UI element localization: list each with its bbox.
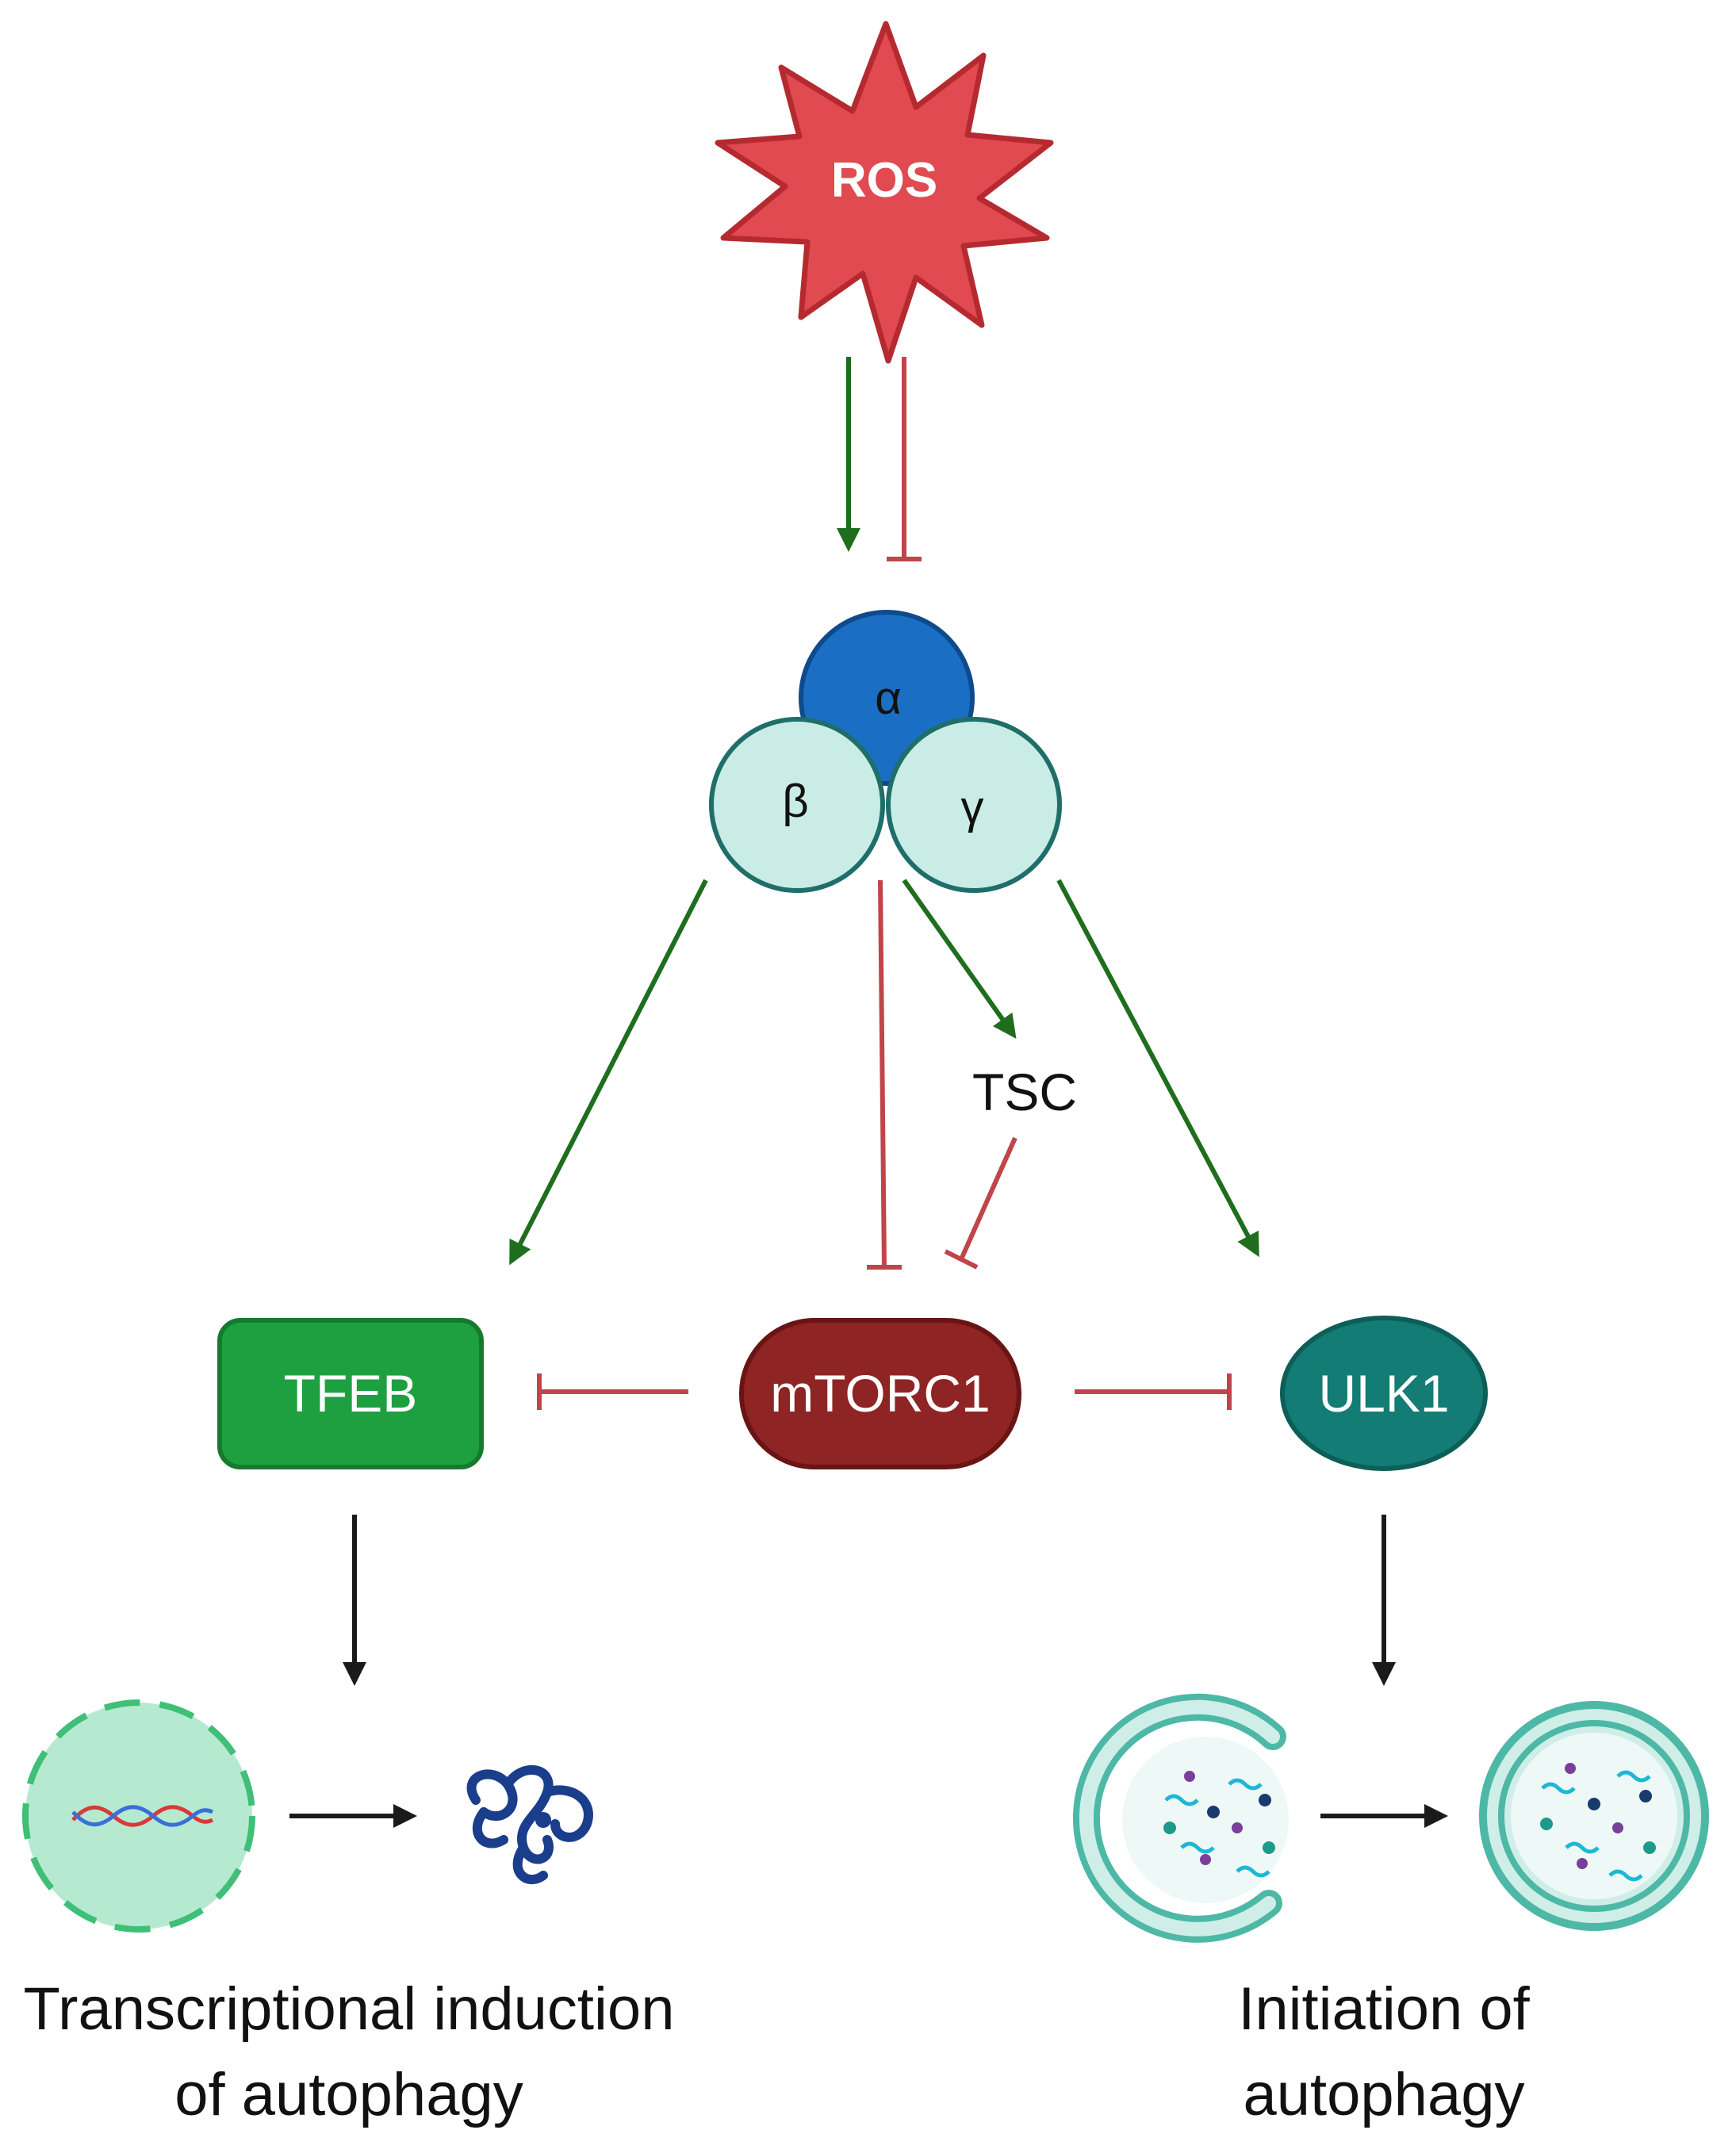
ulk1-label: ULK1 [1318,1364,1449,1423]
ros-label: ROS [831,153,937,208]
tfeb-node: TFEB [217,1318,484,1469]
tsc-inhibits-mtorc1 [944,1136,1017,1270]
protein-icon [466,1765,593,1884]
ampk-to-tsc-arrow [902,879,1017,1039]
right-caption: Initiation of autophagy [1142,1967,1626,2138]
ros-inhibition-line [887,357,922,561]
gamma-subunit [886,717,1062,893]
ros-star-shape [715,21,1054,364]
left-caption-line1: Transcriptional induction [23,1975,675,2043]
alpha-label: α [875,672,902,724]
mtorc1-inhibits-ulk1 [1075,1373,1232,1410]
tfeb-label: TFEB [284,1364,418,1423]
mtorc1-label: mTORC1 [770,1364,990,1423]
right-caption-line1: Initiation of [1238,1975,1530,2043]
ampk-to-ulk1-arrow [1056,879,1259,1258]
mtorc1-inhibits-tfeb [537,1373,688,1410]
gamma-label: γ [961,782,984,833]
beta-subunit [709,717,885,893]
left-caption: Transcriptional induction of autophagy [0,1967,698,2138]
mtorc1-node: mTORC1 [739,1318,1021,1469]
nucleus-dna-icon [22,1699,255,1933]
ros-node: ROS [715,21,1054,364]
phagophore-icon [1072,1693,1289,1943]
mtorc1-pill [739,1318,1021,1469]
left-caption-line2: of autophagy [174,2061,523,2128]
ampk-complex: α β γ [709,610,1062,893]
ulk1-ellipse [1280,1316,1488,1471]
ampk-inhibits-mtorc1 [867,879,902,1270]
ulk1-node: ULK1 [1280,1316,1488,1471]
ampk-to-tfeb-arrow [509,879,708,1266]
autophagosome-icon [1479,1701,1709,1931]
tfeb-box [217,1318,484,1469]
right-caption-line2: autophagy [1243,2061,1525,2128]
beta-label: β [782,776,808,827]
tsc-label: TSC [972,1063,1077,1121]
